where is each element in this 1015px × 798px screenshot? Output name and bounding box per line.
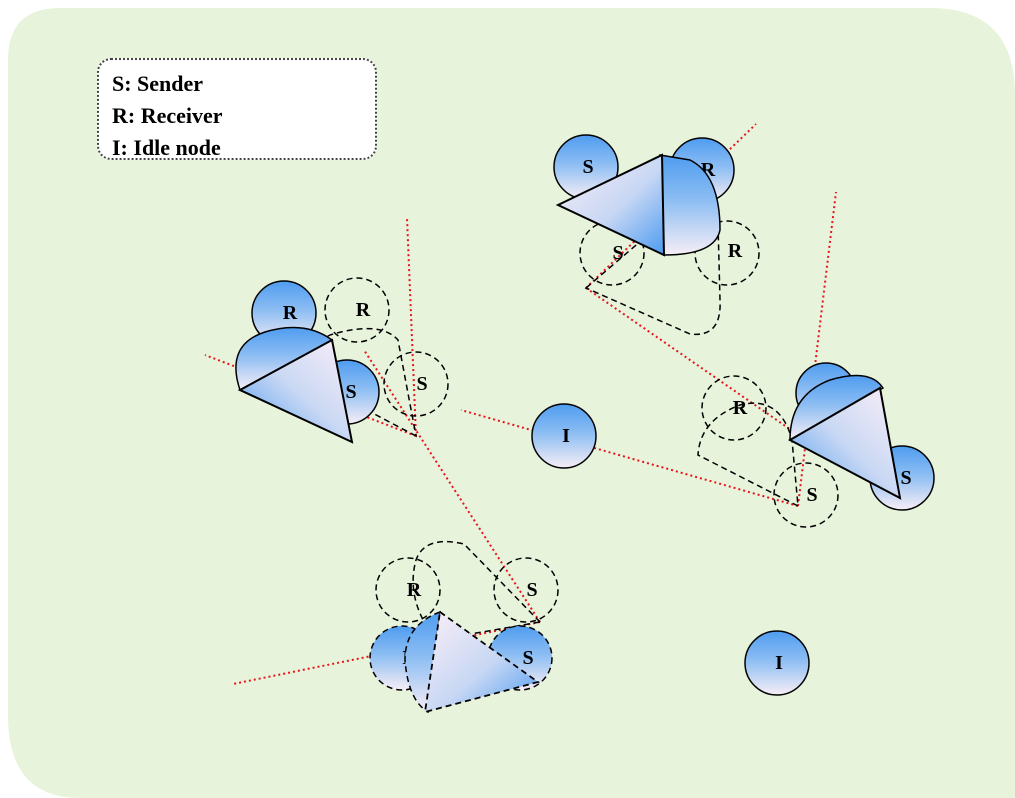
ghost-node-label: S <box>806 484 817 506</box>
beam-triangle <box>237 338 354 444</box>
node-idle: I <box>744 630 810 696</box>
ghost-node-label: S <box>416 373 427 395</box>
ghost-node-label: R <box>733 397 748 419</box>
cluster-left: R S R S <box>235 277 449 444</box>
node-label: S <box>900 467 911 489</box>
ghost-node-sender: S <box>493 557 559 623</box>
node-label: I <box>562 425 570 447</box>
node-label: S <box>345 381 356 403</box>
ghost-node-label: S <box>526 579 537 601</box>
legend-receiver: R: Receiver <box>112 103 223 128</box>
ghost-node-receiver: R <box>694 220 760 286</box>
ghost-node-sender: S <box>383 351 449 417</box>
cluster-bottom: R S I S <box>369 540 559 714</box>
ghost-node-label: S <box>612 242 623 264</box>
beam-triangle <box>787 386 902 500</box>
background-field <box>8 8 1015 798</box>
ghost-node-receiver: R <box>701 375 767 441</box>
beam-lobe <box>404 610 441 714</box>
node-label: I <box>775 652 783 674</box>
ghost-node-label: R <box>728 240 743 262</box>
beam-lobe <box>659 154 721 256</box>
legend: S: Sender R: Receiver I: Idle node <box>97 58 377 160</box>
beam-triangle <box>555 153 666 257</box>
node-label: R <box>283 302 298 324</box>
beam-lobe <box>789 374 885 442</box>
ghost-node-receiver: R <box>324 277 390 343</box>
beam-triangle <box>423 610 541 714</box>
link-line <box>406 217 417 437</box>
beam-lobe <box>235 326 334 392</box>
legend-idle: I: Idle node <box>112 135 221 160</box>
ghost-beam <box>697 402 799 508</box>
ghost-node-label: R <box>356 299 371 321</box>
legend-sender: S: Sender <box>112 71 204 96</box>
node-label: S <box>522 647 533 669</box>
link-line <box>460 409 799 507</box>
node-idle: I <box>531 403 597 469</box>
cluster-right: R S R S <box>697 362 935 528</box>
node-label: S <box>582 156 593 178</box>
link-line <box>363 349 541 623</box>
cluster-top-right: S R S R <box>553 134 760 336</box>
ghost-node-sender: S <box>773 462 839 528</box>
